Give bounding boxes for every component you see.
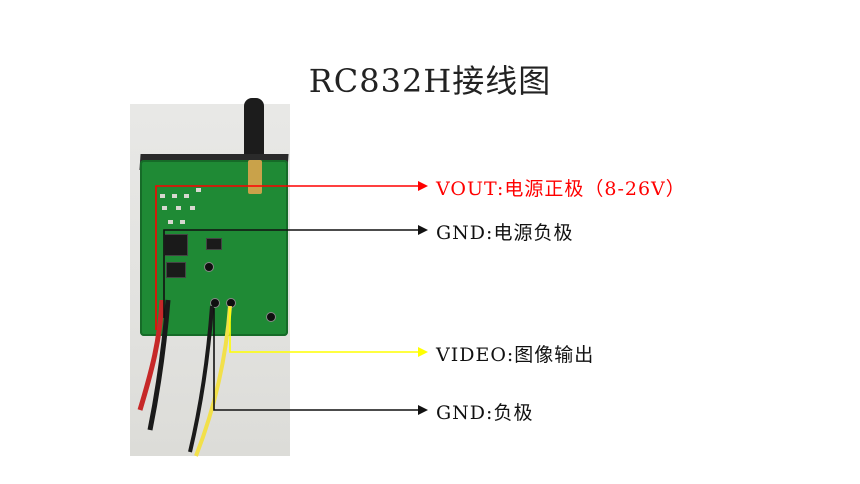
video-line [229,308,428,357]
pad [162,206,167,210]
pad [180,220,185,224]
chip [206,238,222,250]
mounting-hole [204,262,214,272]
black-wire [147,299,171,431]
mounting-hole [266,312,276,322]
red-wire [137,299,165,411]
black-signal-wire [188,305,214,453]
pad [196,188,201,192]
gnd-line [213,308,428,415]
pad [160,194,165,198]
gnd-power-line [163,225,428,318]
yellow-wire [194,305,232,457]
gnd-label: GND:负极 [436,402,534,424]
pad [190,206,195,210]
antenna [244,98,264,168]
chip [166,262,186,278]
pad [184,194,189,198]
pad [172,194,177,198]
mounting-hole [210,298,220,308]
vout-line [155,181,428,330]
gnd-power-label: GND:电源负极 [436,222,574,244]
diagram-title: RC832H接线图 [308,62,552,100]
pad [176,206,181,210]
vout-label: VOUT:电源正极（8-26V） [436,178,686,200]
pad [168,220,173,224]
video-label: VIDEO:图像输出 [436,344,595,366]
